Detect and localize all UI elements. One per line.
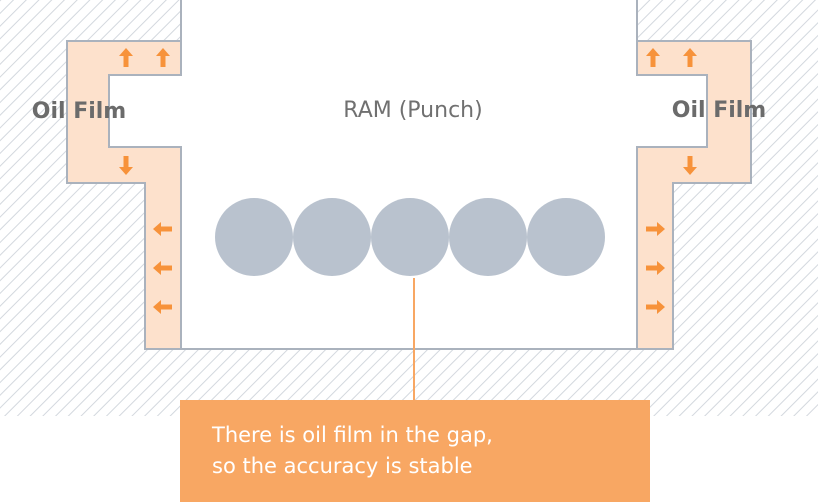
arrow-up-icon xyxy=(119,48,133,67)
ram-label: RAM (Punch) xyxy=(343,98,482,123)
arrow-left-icon xyxy=(153,222,172,236)
arrow-right-icon xyxy=(646,261,665,275)
arrow-right-icon xyxy=(646,222,665,236)
arrow-up-icon xyxy=(156,48,170,67)
arrow-left-icon xyxy=(153,300,172,314)
balls-group xyxy=(215,198,605,276)
callout-line-2: so the accuracy is stable xyxy=(212,454,473,478)
callout-box: There is oil film in the gap, so the acc… xyxy=(180,400,650,502)
oil-film-left-label: Oil Film xyxy=(32,99,126,124)
arrow-up-icon xyxy=(646,48,660,67)
ram-punch xyxy=(109,0,707,349)
arrow-down-icon xyxy=(683,156,697,175)
ball xyxy=(527,198,605,276)
arrow-right-icon xyxy=(646,300,665,314)
ball xyxy=(293,198,371,276)
ball xyxy=(449,198,527,276)
callout-line-1: There is oil film in the gap, xyxy=(212,423,493,447)
arrow-down-icon xyxy=(119,156,133,175)
ball xyxy=(371,198,449,276)
arrow-left-icon xyxy=(153,261,172,275)
oil-film-right-label: Oil Film xyxy=(672,98,766,123)
ball xyxy=(215,198,293,276)
arrow-up-icon xyxy=(683,48,697,67)
ram-outline xyxy=(108,0,708,350)
